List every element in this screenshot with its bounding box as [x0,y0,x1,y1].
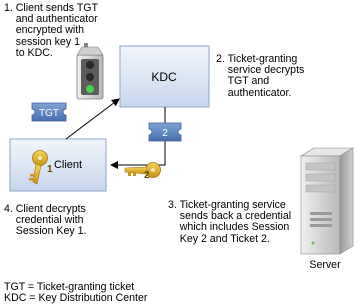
arrow-client-to-kdc [65,98,120,140]
server-label: Server [309,259,341,271]
legend-kdc: KDC = Key Distribution Center [4,292,148,304]
step-4-text: 4. Client decrypts credential with Sessi… [4,203,87,238]
client-node: Client [9,138,107,192]
key-1-label: 1 [47,164,53,175]
server-icon [299,147,355,255]
tgt-ticket-icon: TGT [31,102,67,122]
ticket-2-icon: 2 [148,122,182,142]
ticket-2-label: 2 [162,128,168,139]
step-3-text: 3. Ticket-granting service sends back a … [168,199,292,245]
kdc-label: KDC [151,70,177,84]
tgt-ticket-label: TGT [39,108,59,119]
key-2-icon: 2 [124,162,161,181]
legend-tgt: TGT = Ticket-granting ticket [4,281,135,293]
step-1-text: 1. Client sends TGT and authenticator en… [4,2,99,59]
kdc-node: KDC [119,45,210,108]
traffic-light-icon [76,43,104,100]
key-1-icon: 1 [29,150,53,185]
key-2-label: 2 [144,170,150,181]
step-2-text: 2. Ticket-granting service decrypts TGT … [216,53,305,99]
client-label: Client [54,159,82,171]
